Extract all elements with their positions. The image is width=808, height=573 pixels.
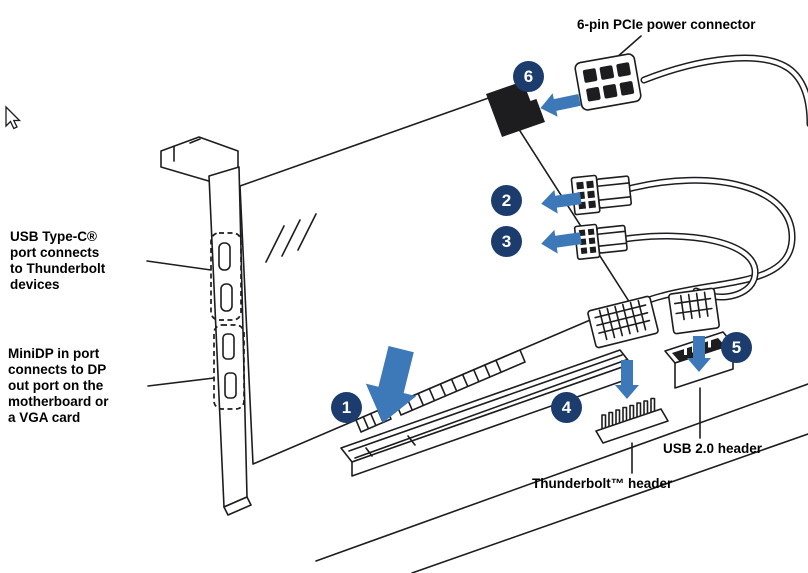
- power-connector-label: 6-pin PCIe power connector: [577, 17, 756, 32]
- usb2-header-label: USB 2.0 header: [663, 441, 763, 456]
- motherboard-edge-lines: [315, 383, 808, 573]
- step-5-badge: 5: [721, 332, 752, 363]
- mouse-cursor-icon: [5, 105, 22, 130]
- thunderbolt-header-label: Thunderbolt™ header: [532, 476, 673, 491]
- minidp-port-2: [224, 372, 237, 399]
- usb-c-port-2: [220, 283, 233, 312]
- arrow-step-2-icon: [541, 189, 582, 214]
- minidp-port-label: MiniDP in port connects to DP out port o…: [8, 346, 109, 425]
- step-6-badge: 6: [513, 61, 544, 92]
- thunderbolt-cable-plug: [587, 295, 659, 349]
- thunderbolt-header: [595, 397, 669, 444]
- usb-c-port-1: [218, 242, 231, 271]
- label-leader-lines: [146, 35, 701, 474]
- step-1-badge: 1: [331, 392, 362, 423]
- step-3-badge: 3: [491, 226, 522, 257]
- arrow-step-4-icon: [615, 360, 639, 399]
- arrow-step-1-icon: [365, 345, 417, 423]
- arrow-step-6-icon: [540, 93, 581, 117]
- usb-typec-port-label: USB Type-C® port connects to Thunderbolt…: [10, 229, 106, 292]
- step-arrows: [365, 93, 711, 423]
- arrow-step-5-icon: [687, 336, 711, 372]
- step-4-badge: 4: [551, 392, 582, 423]
- usb-c-ports-callout-box: [210, 232, 242, 321]
- thunderbolt-card: [239, 79, 631, 465]
- six-pin-power-plug: [574, 53, 642, 111]
- header-cable-connector-upper: [570, 174, 633, 216]
- cables: [621, 54, 808, 310]
- header-cable-connector-lower: [573, 223, 628, 261]
- minidp-ports-callout-box: [213, 324, 245, 410]
- arrow-step-3-icon: [541, 229, 582, 254]
- io-bracket: [160, 136, 252, 516]
- step-2-badge: 2: [491, 185, 522, 216]
- usb2-cable-plug: [668, 287, 720, 335]
- minidp-port-1: [222, 333, 235, 360]
